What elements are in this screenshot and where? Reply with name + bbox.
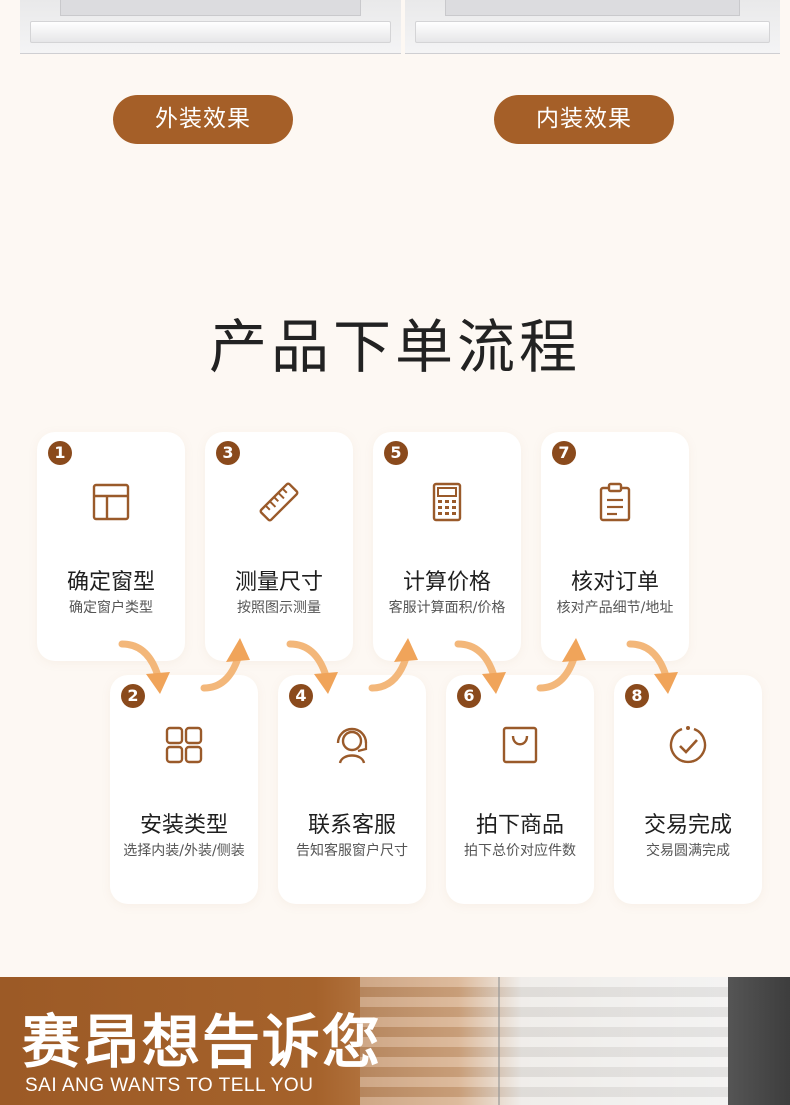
clipboard-icon: [599, 482, 631, 522]
banner-subtitle: SAI ANG WANTS TO TELL YOU: [25, 1075, 314, 1096]
flow-arrow-down-icon: [454, 640, 506, 694]
headset-icon: [336, 727, 368, 764]
step-desc: 告知客服窗户尺寸: [296, 843, 408, 859]
step-card-1: 1 确定窗型 确定窗户类型: [37, 432, 185, 661]
calculator-icon: [432, 482, 462, 522]
step-name: 计算价格: [402, 570, 491, 595]
step-name: 联系客服: [307, 813, 396, 838]
outer-install-button[interactable]: 外装效果: [113, 95, 293, 144]
flow-arrow-down-icon: [626, 640, 678, 694]
step-number-badge: 2: [121, 684, 145, 708]
step-card-5: 5 计算价格 客服计算面积/价格: [373, 432, 521, 661]
step-desc: 交易圆满完成: [646, 843, 730, 859]
step-number-badge: 3: [216, 441, 240, 465]
step-card-7: 7 核对订单 核对产品细节/地址: [541, 432, 689, 661]
step-number-badge: 5: [384, 441, 408, 465]
step-card-6: 6 拍下商品 拍下总价对应件数: [446, 675, 594, 904]
step-number-badge: 7: [552, 441, 576, 465]
step-desc: 选择内装/外装/侧装: [123, 843, 245, 859]
step-name: 测量尺寸: [234, 570, 323, 595]
step-name: 安装类型: [139, 813, 228, 838]
grid-icon: [165, 726, 203, 764]
flow-arrow-down-icon: [118, 640, 170, 694]
check-circle-icon: [669, 726, 707, 764]
flow-arrow-down-icon: [286, 640, 338, 694]
step-number-badge: 8: [625, 684, 649, 708]
step-desc: 拍下总价对应件数: [464, 843, 576, 859]
step-card-3: 3 测量尺寸 按照图示测量: [205, 432, 353, 661]
inner-install-photo: [405, 0, 780, 54]
step-desc: 核对产品细节/地址: [556, 600, 674, 616]
step-desc: 确定窗户类型: [69, 600, 153, 616]
step-name: 确定窗型: [66, 570, 155, 595]
step-name: 交易完成: [643, 813, 732, 838]
flow-arrow-up-icon: [200, 638, 250, 692]
flow-arrow-up-icon: [536, 638, 586, 692]
flow-arrow-up-icon: [368, 638, 418, 692]
step-card-4: 4 联系客服 告知客服窗户尺寸: [278, 675, 426, 904]
shopping-bag-icon: [502, 726, 538, 764]
inner-install-button[interactable]: 内装效果: [494, 95, 674, 144]
window-layout-icon: [92, 483, 130, 521]
outer-install-photo: [20, 0, 401, 54]
step-name: 拍下商品: [475, 813, 564, 838]
step-desc: 客服计算面积/价格: [388, 600, 506, 616]
section-title: 产品下单流程: [208, 313, 581, 381]
step-desc: 按照图示测量: [237, 600, 321, 616]
ruler-icon: [259, 482, 299, 522]
step-number-badge: 1: [48, 441, 72, 465]
banner-title: 赛昂想告诉您: [22, 1008, 383, 1076]
step-number-badge: 4: [289, 684, 313, 708]
step-number-badge: 6: [457, 684, 481, 708]
step-name: 核对订单: [570, 570, 659, 595]
bottom-banner: 赛昂想告诉您 SAI ANG WANTS TO TELL YOU: [0, 977, 790, 1105]
step-card-8: 8 交易完成 交易圆满完成: [614, 675, 762, 904]
step-card-2: 2 安装类型 选择内装/外装/侧装: [110, 675, 258, 904]
